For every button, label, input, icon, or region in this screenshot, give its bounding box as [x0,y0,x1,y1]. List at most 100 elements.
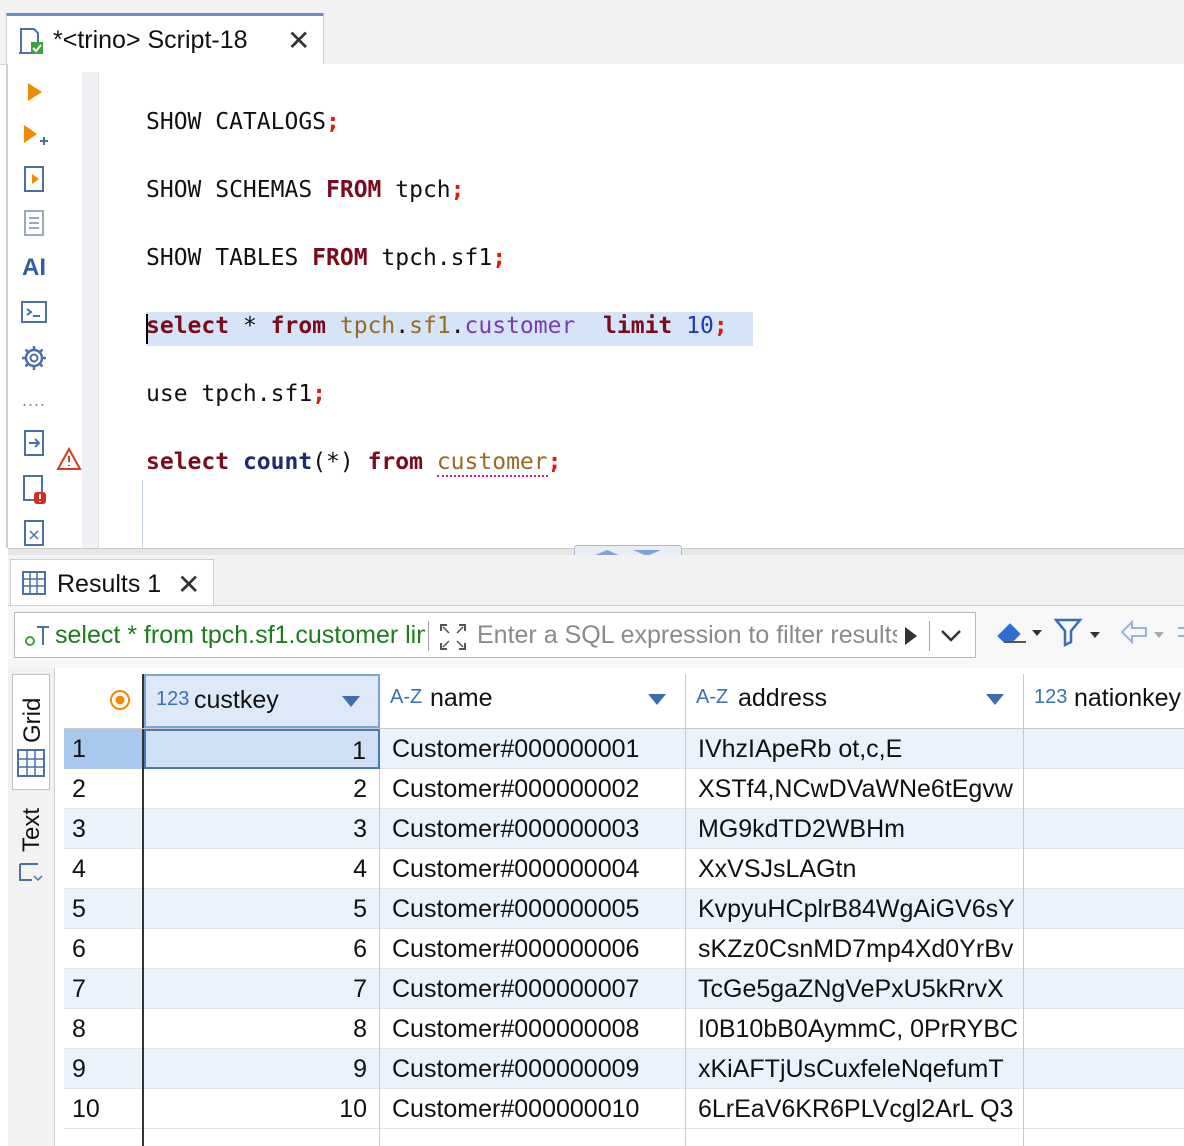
cell-address[interactable]: TcGe5gaZNgVePxU5kRrvX [686,969,1024,1009]
cell-address[interactable]: sKZz0CsnMD7mp4Xd0YrBv [686,929,1024,969]
cell-nationkey[interactable] [1024,809,1184,849]
row-number[interactable]: 4 [64,849,144,889]
results-grid[interactable]: 123 custkey A-Z name A-Z address 123 nat… [64,674,1184,1146]
filter-expression-input[interactable] [477,617,897,653]
row-number[interactable]: 3 [64,809,144,849]
sort-arrow-icon[interactable] [648,694,666,705]
sql-editor[interactable]: SHOW CATALOGS; SHOW SCHEMAS FROM tpch; S… [100,64,1184,548]
cell-nationkey[interactable] [1024,1049,1184,1089]
filter-icon[interactable] [1053,618,1106,653]
cell-address[interactable]: xKiAFTjUsCuxfeleNqefumT [686,1049,1024,1089]
tab-text[interactable]: Text [12,794,50,894]
cell-name[interactable]: Customer#000000001 [380,729,686,769]
cell-address[interactable]: MG9kdTD2WBHm [686,809,1024,849]
text-caret [146,314,148,344]
cell-custkey[interactable]: 6 [144,929,380,969]
cell-nationkey[interactable] [1024,769,1184,809]
column-header-custkey[interactable]: 123 custkey [144,674,380,728]
row-number[interactable]: 1 [64,729,144,769]
cell-custkey[interactable]: 7 [144,969,380,1009]
cell-name[interactable]: Customer#000000004 [380,849,686,889]
cell-name[interactable]: Customer#000000006 [380,929,686,969]
cell-custkey[interactable]: 1 [144,729,380,769]
column-header-address[interactable]: A-Z address [686,674,1024,728]
cell-address[interactable]: XSTf4,NCwDVaWNe6tEgvw [686,769,1024,809]
row-number[interactable]: 8 [64,1009,144,1049]
more-icon[interactable]: .... [21,389,46,410]
cell-custkey[interactable]: 2 [144,769,380,809]
chevron-down-icon[interactable] [939,625,963,650]
cell-nationkey[interactable] [1024,849,1184,889]
column-header-name[interactable]: A-Z name [380,674,686,728]
column-header-nationkey[interactable]: 123 nationkey [1024,674,1184,728]
row-number[interactable]: 9 [64,1049,144,1089]
execute-script-icon[interactable] [16,162,52,198]
cell-name[interactable]: Customer#000000003 [380,809,686,849]
cell-nationkey[interactable] [1024,729,1184,769]
tab-grid[interactable]: Grid [12,674,50,790]
cell-custkey[interactable]: 5 [144,889,380,929]
cell-name[interactable]: Customer#000000010 [380,1089,686,1129]
close-icon[interactable]: ✕ [287,25,311,56]
eraser-icon[interactable] [994,618,1042,653]
row-number[interactable]: 5 [64,889,144,929]
ai-assistant-icon[interactable]: AI [22,254,46,281]
settings-icon[interactable] [16,340,52,376]
close-icon[interactable]: ✕ [177,569,201,600]
cell-custkey[interactable]: 4 [144,849,380,889]
arrow-left-icon[interactable] [1120,619,1168,651]
export-icon[interactable] [16,426,52,462]
empty-cell [686,1129,1024,1146]
active-query-text[interactable]: select * from tpch.sf1.customer limit 10 [55,621,425,649]
result-view-tabs: Grid Text [8,668,55,1146]
problem-file-icon[interactable] [16,472,52,508]
terminal-icon[interactable] [16,294,52,330]
cell-name[interactable]: Customer#000000005 [380,889,686,929]
row-number[interactable]: 6 [64,929,144,969]
cell-custkey[interactable]: 8 [144,1009,380,1049]
cell-name[interactable]: Customer#000000007 [380,969,686,1009]
cell-address[interactable]: I0B10bB0AymmC, 0PrRYBC [686,1009,1024,1049]
cell-nationkey[interactable] [1024,1089,1184,1129]
cell-nationkey[interactable] [1024,1009,1184,1049]
apply-filter-icon[interactable] [903,625,919,652]
cell-custkey[interactable]: 3 [144,809,380,849]
expand-icon[interactable] [439,623,467,656]
target-icon[interactable] [108,688,132,717]
execute-new-tab-icon[interactable] [16,118,52,154]
sort-arrow-icon[interactable] [986,694,1004,705]
cell-address[interactable]: 6LrEaV6KR6PLVcgl2ArL Q3 [686,1089,1024,1129]
tab-results-1[interactable]: Results 1 ✕ [10,559,214,605]
cell-name[interactable]: Customer#000000009 [380,1049,686,1089]
tab-script[interactable]: *<trino> Script-18 ✕ [6,13,324,65]
cell-name[interactable]: Customer#000000002 [380,769,686,809]
outline-icon[interactable] [16,516,52,552]
execute-statement-icon[interactable] [16,74,52,110]
cell-custkey[interactable]: 9 [144,1049,380,1089]
cell-nationkey[interactable] [1024,969,1184,1009]
cell-custkey[interactable]: 10 [144,1089,380,1129]
cell-address[interactable]: XxVSJsLAGtn [686,849,1024,889]
cell-address[interactable]: KvpyuHCplrB84WgAiGV6sY [686,889,1024,929]
explain-plan-icon[interactable] [16,206,52,242]
row-number[interactable]: 10 [64,1089,144,1129]
cell-nationkey[interactable] [1024,929,1184,969]
row-number[interactable]: 2 [64,769,144,809]
row-number-header[interactable] [64,674,144,728]
cell-nationkey[interactable] [1024,889,1184,929]
arrow-right-icon[interactable] [1176,620,1184,651]
cell-address[interactable]: IVhzIApeRb ot,c,E [686,729,1024,769]
row-number[interactable]: 7 [64,969,144,1009]
sort-arrow-icon[interactable] [342,696,360,707]
cell-name[interactable]: Customer#000000008 [380,1009,686,1049]
